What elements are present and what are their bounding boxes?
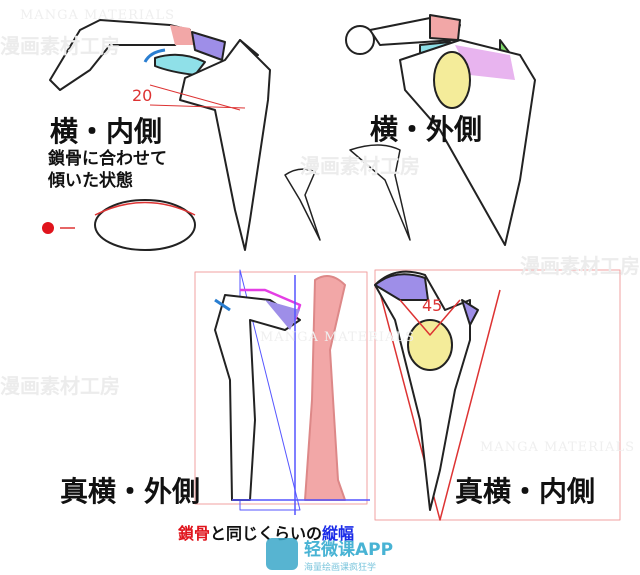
clavicle-top-view [42,199,196,251]
caption-vertical-width: 縦幅 [322,524,355,543]
view-title-true-side-inner: 真横・内側 [455,475,596,508]
note-line: 傾いた状態 [48,171,133,191]
watermark: MANGA MATERIALS [480,440,635,455]
view-title-side-outer: 横・外側 [370,113,483,146]
view-title-side-inner: 横・内側 [50,115,163,148]
side-inner-scapula [49,19,271,251]
video-play-icon [266,538,298,570]
watermark: 漫画素材工房 [0,34,120,58]
watermark: 漫画素材工房 [520,254,640,278]
small-scapula-sketch [349,144,411,241]
view-title-true-side-outer: 真横・外側 [60,475,201,508]
app-logo: 轻微课APP 海量绘画课疯狂学 [266,535,393,573]
angle-label-45: 45 [422,296,443,315]
logo-subtitle: 海量绘画课疯狂学 [304,563,377,573]
watermark: MANGA MATERIALS [20,8,175,23]
caption-clavicle: 鎖骨 [178,524,211,543]
true-side-inner-scapula [374,269,621,521]
small-scapula-sketch [284,168,321,241]
watermark: 漫画素材工房 [300,154,420,178]
watermark: MANGA MATERIALS [260,330,415,345]
side-outer-scapula [345,14,536,246]
note-line: 鎖骨に合わせて [48,149,167,169]
angle-label-20: 20 [132,86,153,105]
logo-title: 轻微课APP [304,540,394,560]
watermark: 漫画素材工房 [0,374,120,398]
true-side-outer-scapula [194,269,370,515]
side-inner-note: 鎖骨に合わせて 傾いた状態 [48,148,167,192]
